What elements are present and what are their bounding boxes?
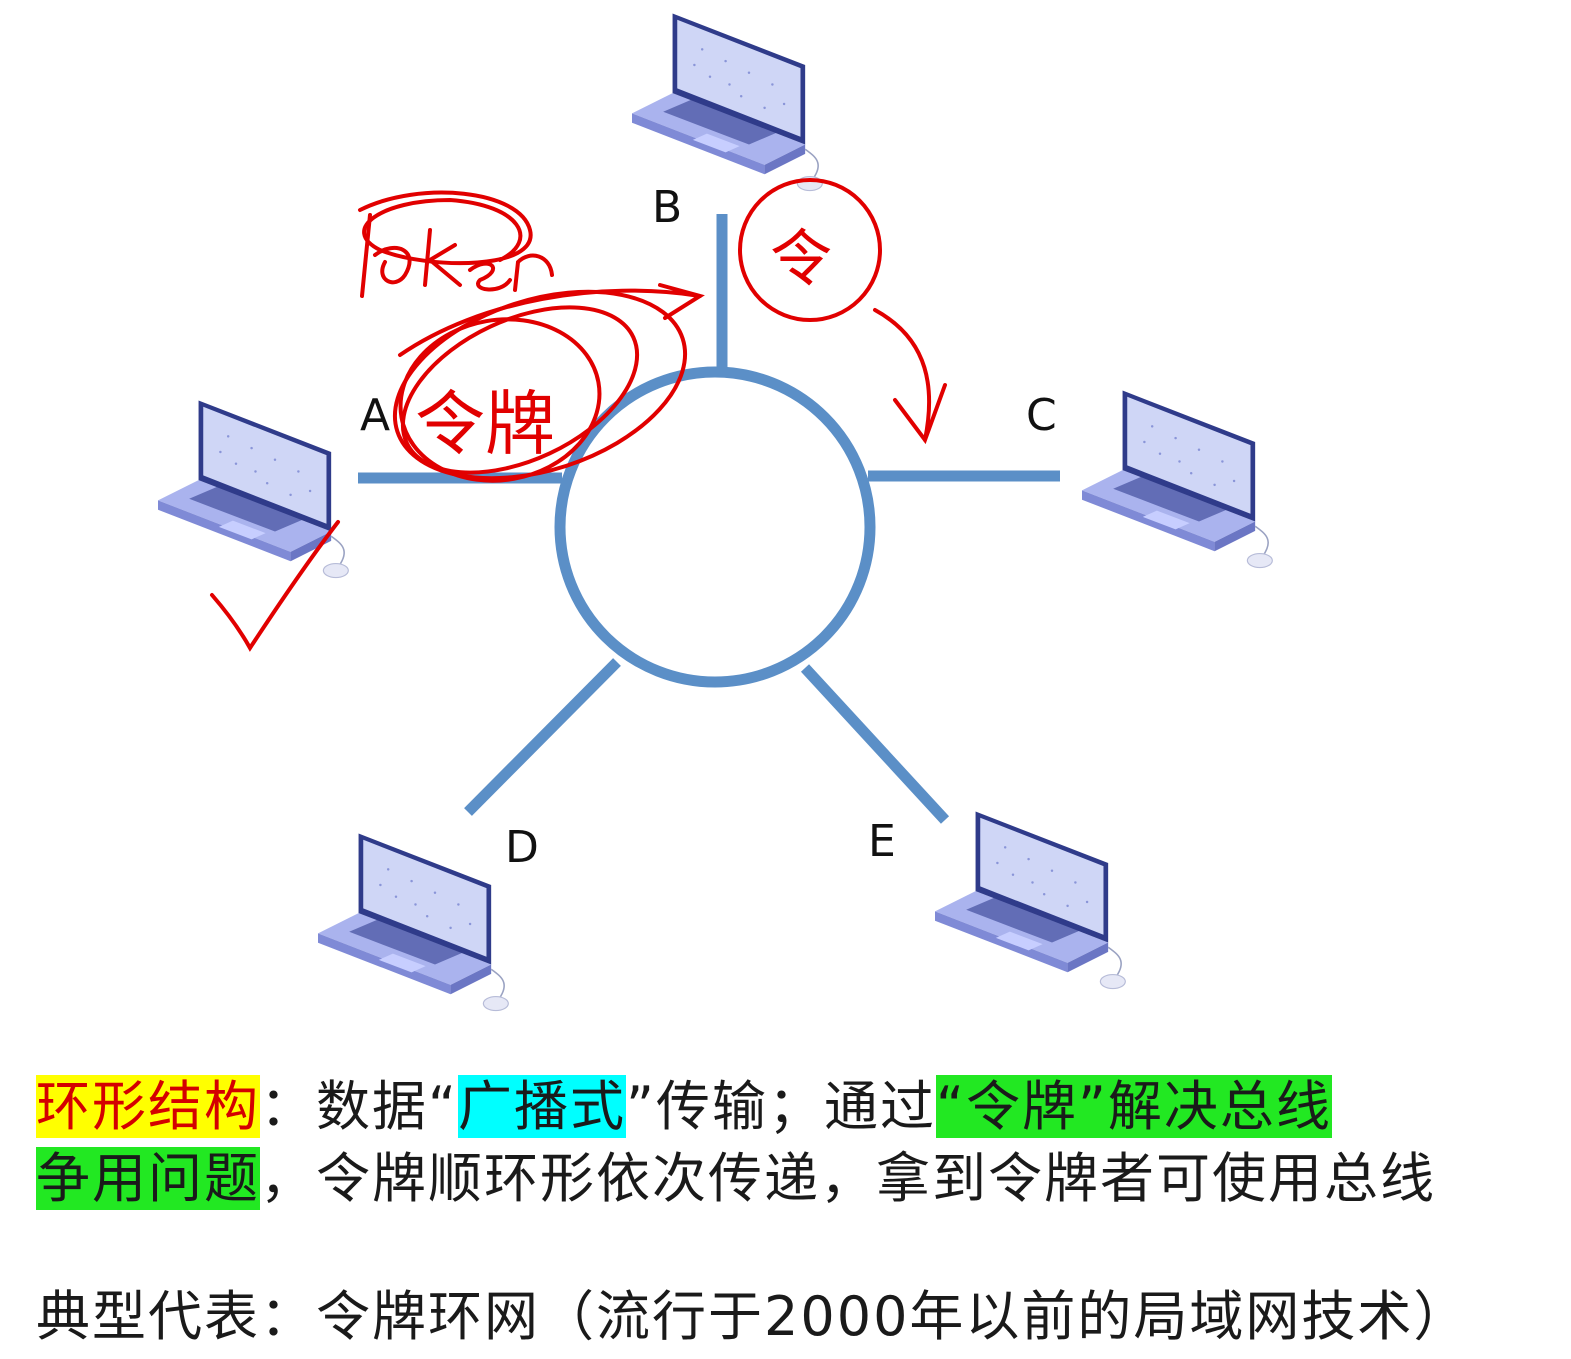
node-label-a: A <box>360 390 390 441</box>
term-token-phrase: “令牌”解决总线 <box>935 1075 1332 1138</box>
check-mark-icon <box>210 520 340 652</box>
ring-network <box>358 214 1060 824</box>
laptop-icon-e <box>934 810 1127 990</box>
handwritten-annotations <box>210 178 947 652</box>
laptop-icon-a <box>157 399 350 579</box>
token-arrow <box>398 283 705 357</box>
laptop-icon-d <box>317 832 510 1012</box>
ling-circle <box>738 178 882 322</box>
term-contention: 争用问题 <box>36 1147 260 1210</box>
ring-topology-diagram: A B C D E 令牌 令 <box>157 12 1274 1012</box>
annotation-ling: 令 <box>770 222 832 295</box>
caption-line-3: 典型代表：令牌环网（流行于2000年以前的局域网技术） <box>36 1285 1470 1348</box>
caption-line-2: 争用问题，令牌顺环形依次传递，拿到令牌者可使用总线 <box>36 1134 1436 1213</box>
annotation-token-cn: 令牌 <box>415 383 555 465</box>
token-scribble-2 <box>360 213 554 298</box>
spoke-d <box>464 658 621 816</box>
term-broadcast: 广播式 <box>457 1075 626 1138</box>
node-label-d: D <box>505 822 539 873</box>
caption-line1-sep: ：数据“ <box>260 1075 458 1138</box>
caption-line1-mid: ”传输；通过 <box>625 1075 936 1138</box>
ling-arrow <box>873 308 947 445</box>
caption-line2-rest: ，令牌顺环形依次传递，拿到令牌者可使用总线 <box>260 1147 1436 1210</box>
laptop-icon-b <box>631 12 824 192</box>
spoke-e <box>800 664 950 824</box>
node-label-c: C <box>1026 390 1057 441</box>
term-ring-structure: 环形结构 <box>36 1075 260 1138</box>
caption-line-1: 环形结构：数据“广播式”传输；通过“令牌”解决总线 <box>36 1062 1332 1141</box>
token-scribble <box>358 190 533 266</box>
ring-circle <box>554 366 876 688</box>
laptop-icon-c <box>1081 389 1274 569</box>
node-label-b: B <box>652 182 682 233</box>
node-label-e: E <box>868 816 896 867</box>
token-circle-3 <box>400 305 640 475</box>
